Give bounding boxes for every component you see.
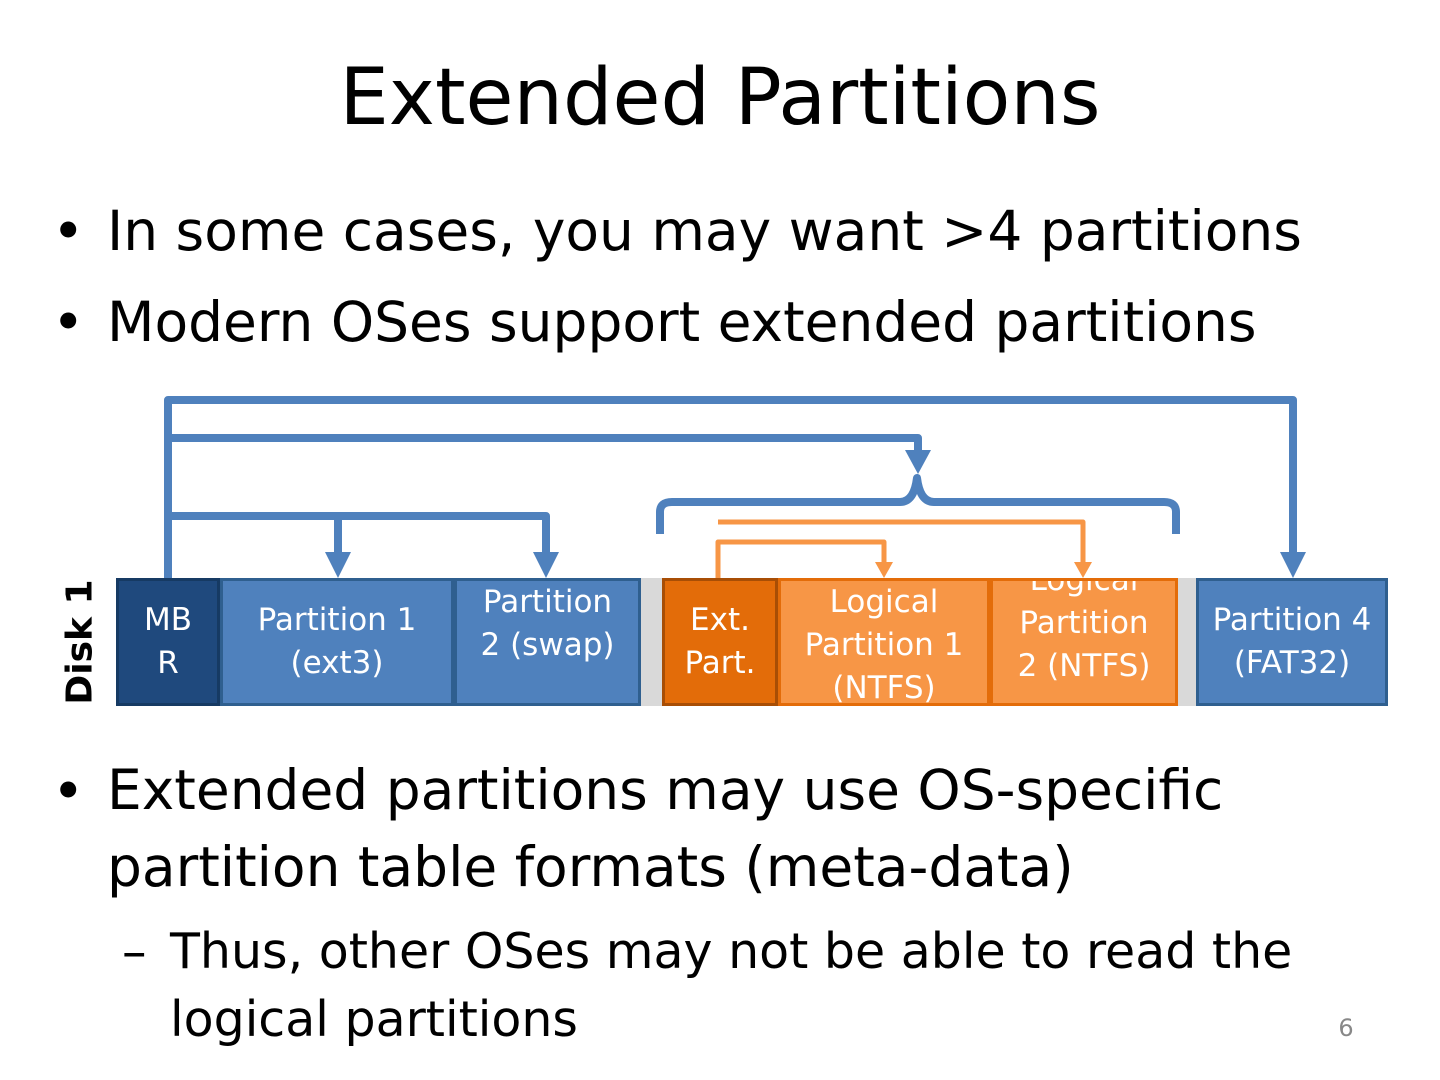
logical-partition-1-label: Logical Partition 1 (NTFS) <box>804 584 964 706</box>
mbr-label: MB R <box>143 602 192 681</box>
sub-bullet-text-line: Thus, other OSes may not be able to read… <box>170 923 1293 980</box>
extended-brace <box>656 474 1180 534</box>
arrow-to-partition-2 <box>168 512 550 552</box>
arrowhead-icon <box>875 562 893 578</box>
sub-bullet-marker: – <box>122 923 147 980</box>
bullet-marker: • <box>52 290 85 354</box>
partition-2-cell: Partition 2 (swap) <box>454 578 641 706</box>
bullet-text: Modern OSes support extended partitions <box>107 290 1257 354</box>
slide-title: Extended Partitions <box>339 53 1101 143</box>
disk-gap <box>640 578 662 706</box>
arrowhead-icon <box>325 552 351 578</box>
arrow-to-partition-4 <box>164 396 1297 578</box>
extended-partition-label: Ext. Part. <box>684 602 756 681</box>
partition-4-label: Partition 4 (FAT32) <box>1212 602 1372 681</box>
blue-arrow-lines <box>164 396 1297 578</box>
bullet-text: In some cases, you may want >4 partition… <box>107 199 1302 263</box>
logical-partition-2-cell: Logical Partition 2 (NTFS) <box>990 578 1178 706</box>
arrow-to-logical-partition-1 <box>715 539 887 578</box>
logical-partition-1-cell: Logical Partition 1 (NTFS) <box>778 578 990 706</box>
partition-4-cell: Partition 4 (FAT32) <box>1196 578 1388 706</box>
disk-gap <box>1176 578 1196 706</box>
arrowhead-icon <box>905 450 931 474</box>
partition-2-label: Partition 2 (swap) <box>480 584 615 663</box>
arrowhead-icon <box>1280 552 1306 578</box>
arrowhead-icon <box>1074 562 1092 578</box>
orange-arrowheads <box>875 562 1092 578</box>
arrow-to-partition-1 <box>168 512 342 552</box>
blue-arrowheads <box>325 450 1306 578</box>
bullet-text-line: partition table formats (meta-data) <box>107 835 1074 899</box>
extended-partition-cell: Ext. Part. <box>662 578 778 706</box>
arrow-to-extended-partition <box>168 434 922 452</box>
disk-label: Disk 1 <box>59 579 101 705</box>
bullet-marker: • <box>52 199 85 263</box>
sub-bullet-text-line: logical partitions <box>170 991 578 1048</box>
mbr-cell: MB R <box>116 578 220 706</box>
partition-1-label: Partition 1 (ext3) <box>257 602 417 681</box>
bullet-marker: • <box>52 759 85 823</box>
arrow-to-logical-partition-2 <box>718 519 1086 564</box>
arrowhead-icon <box>533 552 559 578</box>
logical-partition-2-label: Logical Partition 2 (NTFS) <box>1017 578 1151 684</box>
sub-bullet-text: Thus, other OSes may not be able to read… <box>170 918 1292 1054</box>
page-number: 6 <box>1338 1014 1354 1042</box>
partition-1-cell: Partition 1 (ext3) <box>220 578 454 706</box>
bullet-text: Extended partitions may use OS-specific … <box>107 752 1223 906</box>
bullet-text-line: Extended partitions may use OS-specific <box>107 758 1224 822</box>
orange-arrow-lines <box>715 519 1086 578</box>
